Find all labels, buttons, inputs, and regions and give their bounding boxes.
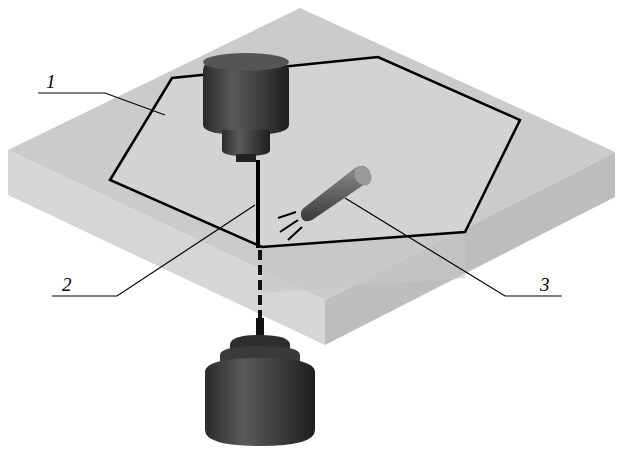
cut-contour xyxy=(110,57,520,247)
callout-number: 3 xyxy=(540,275,550,294)
lower-head xyxy=(205,318,315,446)
leader-line xyxy=(38,93,165,115)
plate xyxy=(8,8,615,345)
focusing-head xyxy=(203,53,289,162)
gas-nozzle xyxy=(278,163,375,240)
callout-number: 1 xyxy=(46,72,56,91)
leader-line xyxy=(345,198,562,296)
callout-number: 2 xyxy=(62,275,72,294)
leader-line xyxy=(52,205,255,296)
laser-beam xyxy=(256,160,260,248)
